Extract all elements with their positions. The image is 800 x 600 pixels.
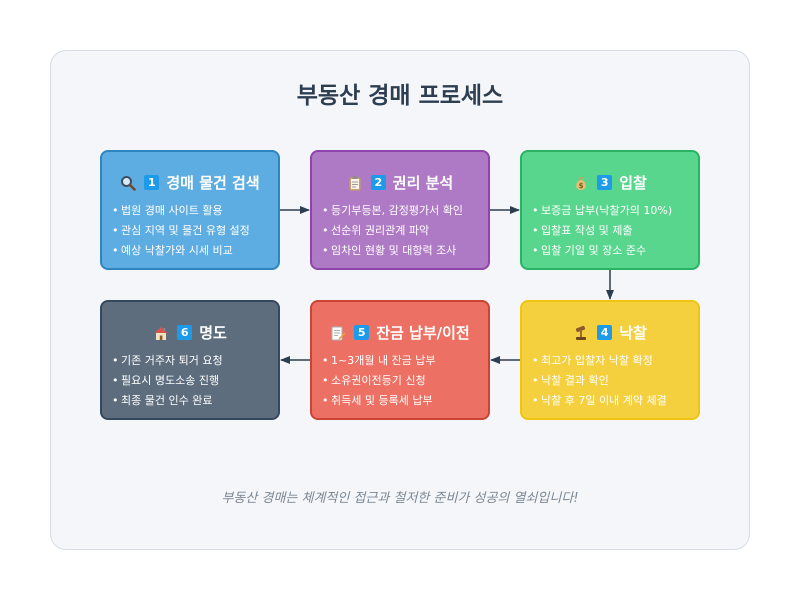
step-header: 5 잔금 납부/이전 <box>312 322 488 343</box>
step-title: 경매 물건 검색 <box>166 174 260 192</box>
list-item: 소유권이전등기 신청 <box>322 371 436 391</box>
step-title: 권리 분석 <box>392 174 454 192</box>
step-bullet-list: 최고가 입찰자 낙찰 확정 낙찰 결과 확인 낙찰 후 7일 이내 계약 체결 <box>532 351 667 411</box>
step-header: 2 권리 분석 <box>312 172 488 193</box>
step-box-5: 5 잔금 납부/이전 1~3개월 내 잔금 납부 소유권이전등기 신청 취득세 … <box>310 300 490 420</box>
list-item: 기존 거주자 퇴거 요청 <box>112 351 223 371</box>
step-box-3: $ 3 입찰 보증금 납부(낙찰가의 10%) 입찰표 작성 및 제출 입찰 기… <box>520 150 700 270</box>
list-item: 필요시 명도소송 진행 <box>112 371 223 391</box>
step-header: 6 명도 <box>102 322 278 343</box>
step-bullet-list: 1~3개월 내 잔금 납부 소유권이전등기 신청 취득세 및 등록세 납부 <box>322 351 436 411</box>
step-title: 잔금 납부/이전 <box>376 324 470 342</box>
page-title: 부동산 경매 프로세스 <box>296 83 504 109</box>
step-number-badge: 6 <box>177 325 193 340</box>
step-number-badge: 5 <box>354 325 370 340</box>
list-item: 선순위 권리관계 파악 <box>322 221 463 241</box>
list-item: 관심 지역 및 물건 유형 설정 <box>112 221 250 241</box>
house-icon <box>153 325 169 341</box>
memo-icon <box>330 325 346 341</box>
step-bullet-list: 등기부등본, 감정평가서 확인 선순위 권리관계 파악 임차인 현황 및 대항력… <box>322 201 463 261</box>
list-item: 임차인 현황 및 대항력 조사 <box>322 241 463 261</box>
money-bag-icon: $ <box>573 175 589 191</box>
step-box-2: 2 권리 분석 등기부등본, 감정평가서 확인 선순위 권리관계 파악 임차인 … <box>310 150 490 270</box>
list-item: 법원 경매 사이트 활용 <box>112 201 250 221</box>
list-item: 예상 낙찰가와 시세 비교 <box>112 241 250 261</box>
step-title: 낙찰 <box>619 324 647 342</box>
list-item: 최종 물건 인수 완료 <box>112 391 223 411</box>
gavel-icon <box>573 325 589 341</box>
step-title: 명도 <box>199 324 227 342</box>
step-bullet-list: 기존 거주자 퇴거 요청 필요시 명도소송 진행 최종 물건 인수 완료 <box>112 351 223 411</box>
step-number-badge: 3 <box>597 175 613 190</box>
list-item: 입찰표 작성 및 제출 <box>532 221 672 241</box>
step-header: 4 낙찰 <box>522 322 698 343</box>
step-box-1: 1 경매 물건 검색 법원 경매 사이트 활용 관심 지역 및 물건 유형 설정… <box>100 150 280 270</box>
step-number-badge: 2 <box>370 175 386 190</box>
step-number-badge: 1 <box>144 175 160 190</box>
footer-caption: 부동산 경매는 체계적인 접근과 철저한 준비가 성공의 열쇠입니다! <box>221 491 579 506</box>
step-box-4: 4 낙찰 최고가 입찰자 낙찰 확정 낙찰 결과 확인 낙찰 후 7일 이내 계… <box>520 300 700 420</box>
step-box-6: 6 명도 기존 거주자 퇴거 요청 필요시 명도소송 진행 최종 물건 인수 완… <box>100 300 280 420</box>
list-item: 등기부등본, 감정평가서 확인 <box>322 201 463 221</box>
svg-text:$: $ <box>579 182 584 190</box>
step-number-badge: 4 <box>597 325 613 340</box>
clipboard-icon <box>347 175 363 191</box>
list-item: 취득세 및 등록세 납부 <box>322 391 436 411</box>
list-item: 낙찰 결과 확인 <box>532 371 667 391</box>
list-item: 낙찰 후 7일 이내 계약 체결 <box>532 391 667 411</box>
step-bullet-list: 보증금 납부(낙찰가의 10%) 입찰표 작성 및 제출 입찰 기일 및 장소 … <box>532 201 672 261</box>
list-item: 입찰 기일 및 장소 준수 <box>532 241 672 261</box>
list-item: 보증금 납부(낙찰가의 10%) <box>532 201 672 221</box>
step-title: 입찰 <box>619 174 647 192</box>
list-item: 최고가 입찰자 낙찰 확정 <box>532 351 667 371</box>
step-bullet-list: 법원 경매 사이트 활용 관심 지역 및 물건 유형 설정 예상 낙찰가와 시세… <box>112 201 250 261</box>
step-header: 1 경매 물건 검색 <box>102 172 278 193</box>
list-item: 1~3개월 내 잔금 납부 <box>322 351 436 371</box>
magnifier-icon <box>120 175 137 191</box>
step-header: $ 3 입찰 <box>522 172 698 193</box>
